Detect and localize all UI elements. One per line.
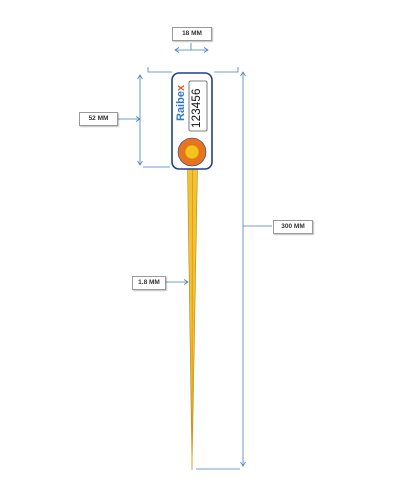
serial-number: 123456 xyxy=(191,88,203,128)
left-extension-line xyxy=(147,67,172,73)
wire-diameter-dimension xyxy=(164,279,189,285)
width-label: 18 MM xyxy=(172,27,212,41)
brand-text-main: Raibe xyxy=(175,91,187,121)
total-length-top-head xyxy=(240,71,246,77)
head-height-label: 52 MM xyxy=(79,112,118,126)
serial-window xyxy=(188,80,208,132)
width-dimension xyxy=(174,43,209,53)
head-height-bottom-head xyxy=(137,160,143,166)
seal-tail xyxy=(187,166,198,471)
total-length-dimension xyxy=(196,71,272,470)
head-top-extension-lines xyxy=(147,67,239,73)
brand-logo: Raibex xyxy=(175,85,187,121)
disc-inner xyxy=(184,144,200,160)
seal-head xyxy=(171,72,213,170)
width-arrow-left-head xyxy=(174,47,180,53)
total-length-bottom-head xyxy=(240,461,246,467)
brand-text-accent: x xyxy=(175,84,187,92)
tail-center-line xyxy=(191,167,193,466)
head-height-dimension xyxy=(117,74,170,168)
total-length-label: 300 MM xyxy=(273,220,313,234)
head-height-leader-head xyxy=(135,116,141,122)
right-extension-line xyxy=(214,67,239,73)
wire-diameter-leader-head xyxy=(183,279,189,285)
brand-text: Raibex xyxy=(175,85,187,121)
head-height-top-head xyxy=(137,74,143,80)
width-arrow-right-head xyxy=(203,47,209,53)
wire-diameter-label: 1.8 MM xyxy=(132,276,166,290)
